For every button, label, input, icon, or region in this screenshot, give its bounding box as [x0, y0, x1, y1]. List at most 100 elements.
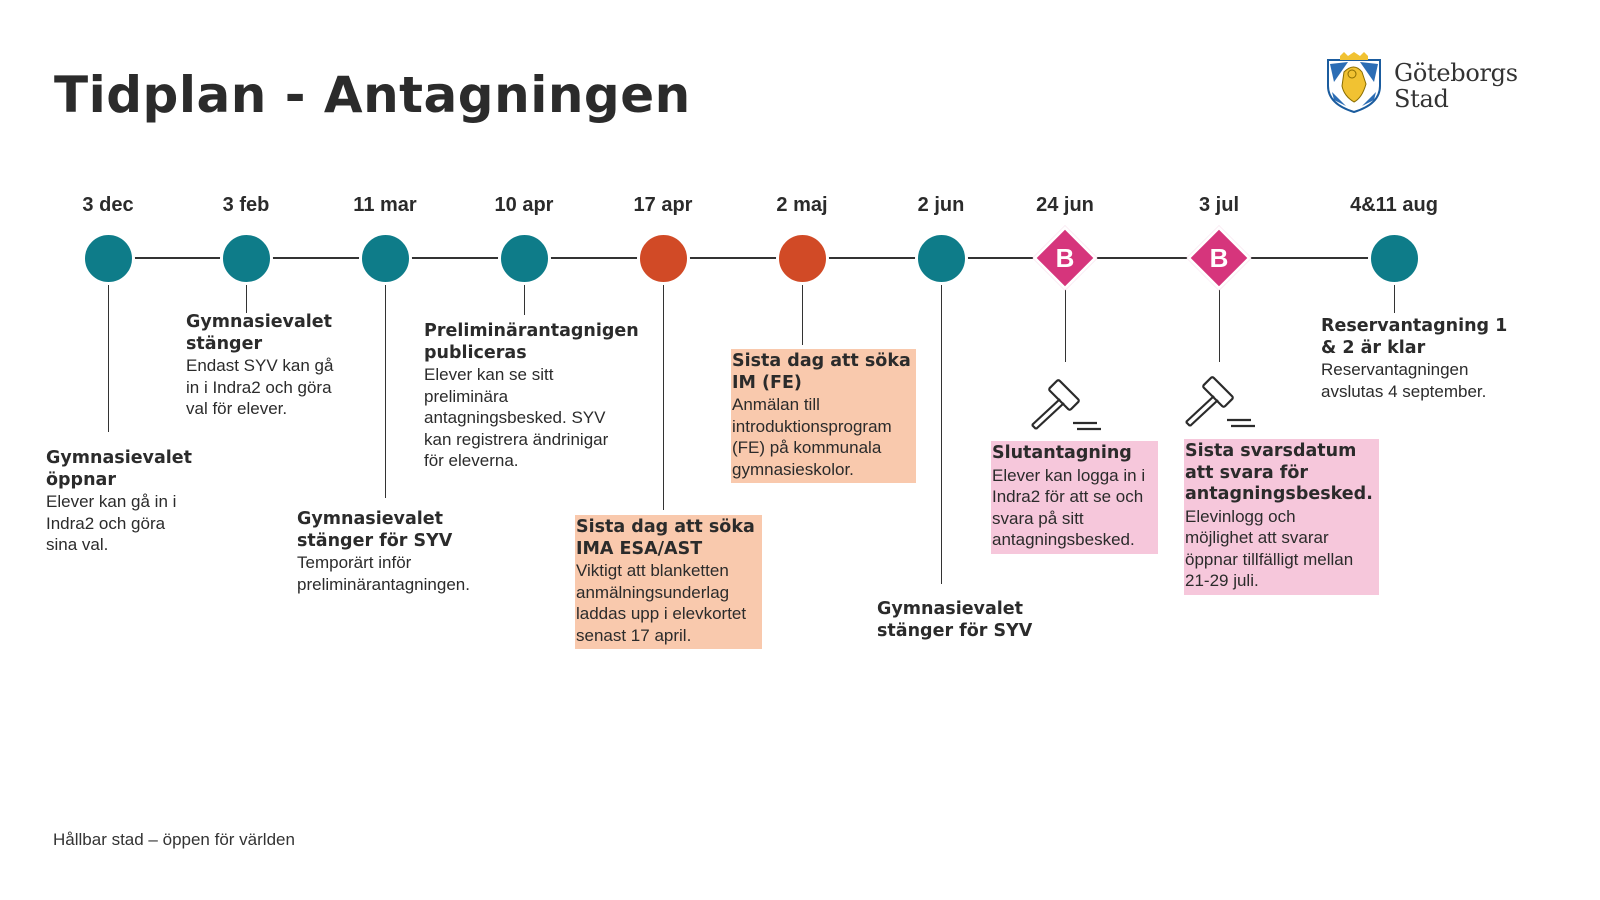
- event-description-line: val för elever.: [186, 399, 288, 418]
- event-description-line: preliminära: [424, 386, 509, 406]
- connector-3-feb: [246, 282, 247, 313]
- connector-3-jul: [1219, 282, 1220, 362]
- event-title-line: Sista dag att söka: [576, 517, 755, 537]
- footer-tagline: Hållbar stad – öppen för världen: [53, 830, 295, 849]
- event-description-line: kan registrera ändrinigar: [424, 429, 609, 449]
- milestone-marker-10-apr: [498, 232, 551, 285]
- milestone-marker-17-apr: [637, 232, 690, 285]
- event-title-line: stänger för SYV: [297, 530, 453, 551]
- event-title-line: Reservantagning 1: [1321, 316, 1508, 336]
- date-label-4-11-aug: 4&11 aug: [1350, 194, 1438, 216]
- connector-4-11-aug: [1394, 282, 1395, 313]
- event-description-line: senast 17 april.: [576, 625, 692, 645]
- event-title-line: Preliminärantagnigen: [424, 321, 639, 341]
- event-description-line: 21-29 juli.: [1185, 571, 1259, 590]
- event-title-line: Gymnasievalet: [186, 312, 333, 332]
- event-description-line: (FE) på kommunala: [732, 438, 882, 457]
- event-description-line: introduktionsprogram: [732, 416, 892, 436]
- date-label-24-jun: 24 jun: [1036, 194, 1094, 216]
- milestone-marker-4-11-aug: [1368, 232, 1421, 285]
- event-description-line: öppnar tillfälligt mellan: [1185, 549, 1354, 569]
- event-description-line: Temporärt inför: [297, 553, 412, 572]
- event-description-line: Elever kan logga in i: [992, 465, 1146, 485]
- event-description-line: preliminärantagningen.: [297, 574, 470, 594]
- brand-logo: Göteborgs Stad: [1324, 52, 1524, 118]
- date-label-2-jun: 2 jun: [917, 194, 965, 216]
- event-description-line: antagningsbesked.: [992, 530, 1135, 549]
- event-title-line: Gymnasievalet: [297, 509, 444, 529]
- event-title-line: stänger för SYV: [877, 620, 1033, 641]
- event-description-line: laddas upp i elevkortet: [576, 604, 747, 623]
- event-title-line: IM (FE): [732, 372, 802, 393]
- event-description-line: svara på sitt: [992, 508, 1084, 528]
- milestone-letter-3-jul: B: [1209, 243, 1229, 273]
- connector-24-jun: [1065, 282, 1066, 362]
- connector-10-apr: [524, 282, 525, 315]
- milestone-marker-3-dec: [82, 232, 135, 285]
- page-title: Tidplan - Antagningen: [54, 66, 691, 124]
- event-title-line: Slutantagning: [992, 443, 1132, 463]
- event-description-line: avslutas 4 september.: [1321, 381, 1487, 401]
- event-description-line: Endast SYV kan gå: [186, 356, 334, 375]
- event-description-line: Indra2 och göra: [46, 513, 166, 533]
- date-label-3-dec: 3 dec: [82, 194, 134, 216]
- milestone-marker-11-mar: [359, 232, 412, 285]
- brand-name: Göteborgs Stad: [1394, 59, 1518, 113]
- date-label-17-apr: 17 apr: [633, 194, 693, 216]
- event-description-line: för eleverna.: [424, 451, 519, 470]
- event-title-line: antagningsbesked.: [1185, 484, 1373, 504]
- event-description-line: Elevinlogg och: [1185, 506, 1296, 526]
- milestone-marker-2-maj: [776, 232, 829, 285]
- event-description-line: antagningsbesked. SYV: [424, 408, 606, 427]
- event-title-line: öppnar: [46, 469, 116, 490]
- event-title-line: publiceras: [424, 342, 527, 363]
- event-title-line: Sista dag att söka: [732, 351, 911, 371]
- event-description-line: gymnasieskolor.: [732, 459, 854, 479]
- date-label-11-mar: 11 mar: [353, 194, 417, 216]
- event-title-line: Sista svarsdatum: [1185, 441, 1357, 461]
- date-label-3-jul: 3 jul: [1198, 194, 1240, 216]
- connector-2-jun: [941, 282, 942, 584]
- date-label-2-maj: 2 maj: [776, 194, 828, 216]
- date-label-3-feb: 3 feb: [222, 194, 270, 216]
- event-description-line: in i Indra2 och göra: [186, 377, 332, 397]
- milestone-letter-24-jun: B: [1055, 243, 1075, 273]
- event-description-line: sina val.: [46, 535, 109, 554]
- connector-17-apr: [663, 282, 664, 510]
- milestone-marker-2-jun: [915, 232, 968, 285]
- gavel-icon: [1185, 376, 1255, 428]
- event-description-line: Indra2 för att se och: [992, 487, 1144, 506]
- date-label-10-apr: 10 apr: [494, 194, 554, 216]
- city-coat-of-arms-icon: [1327, 52, 1381, 114]
- timeline-axis: [108, 257, 1394, 259]
- event-description-line: Reservantagningen: [1321, 360, 1469, 379]
- connector-3-dec: [108, 282, 109, 432]
- event-title-line: IMA ESA/AST: [576, 538, 703, 559]
- event-title-line: Gymnasievalet: [877, 599, 1024, 619]
- event-description-line: anmälningsunderlag: [576, 582, 730, 602]
- event-title-line: stänger: [186, 333, 263, 354]
- event-title-line: att svara för: [1185, 462, 1309, 483]
- event-title-line: & 2 är klar: [1321, 337, 1426, 358]
- event-description-line: Anmälan till: [732, 395, 820, 414]
- milestone-marker-3-feb: [220, 232, 273, 285]
- connector-2-maj: [802, 282, 803, 345]
- event-description-line: Elever kan gå in i: [46, 492, 177, 511]
- event-title-line: Gymnasievalet: [46, 448, 193, 468]
- event-description-line: Viktigt att blanketten: [576, 561, 729, 580]
